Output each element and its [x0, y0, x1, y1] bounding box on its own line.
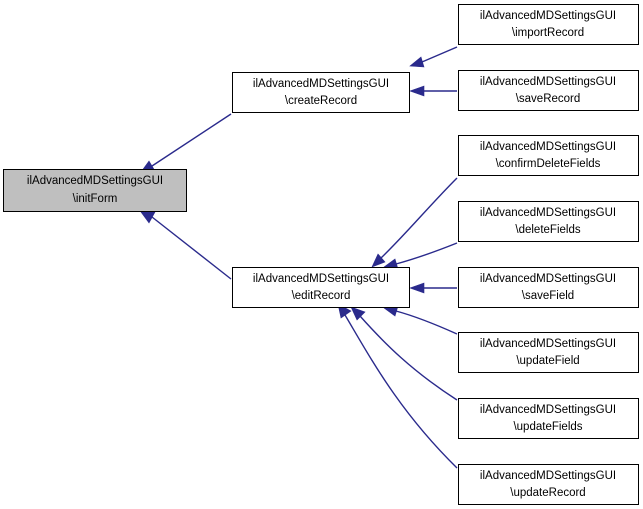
node-confirmdeletefields[interactable]: ilAdvancedMDSettingsGUI \confirmDeleteFi…	[458, 135, 639, 176]
edge-deletefields-to-editrecord	[383, 242, 458, 270]
node-initform-line1: ilAdvancedMDSettingsGUI	[27, 175, 163, 187]
node-savefield-line2: \saveField	[522, 290, 574, 302]
node-updaterecord-line1: ilAdvancedMDSettingsGUI	[480, 470, 616, 482]
node-confirmdeletefields-line2: \confirmDeleteFields	[496, 158, 601, 170]
node-initform[interactable]: ilAdvancedMDSettingsGUI \initForm	[3, 169, 187, 212]
node-saverecord[interactable]: ilAdvancedMDSettingsGUI \saveRecord	[458, 70, 639, 111]
node-createrecord-line2: \createRecord	[285, 95, 357, 107]
edge-importrecord-to-createrecord	[409, 46, 458, 68]
node-createrecord[interactable]: ilAdvancedMDSettingsGUI \createRecord	[232, 72, 410, 113]
edge-editrecord-to-initform	[140, 211, 232, 280]
node-updaterecord[interactable]: ilAdvancedMDSettingsGUI \updateRecord	[458, 464, 639, 505]
node-deletefields[interactable]: ilAdvancedMDSettingsGUI \deleteFields	[458, 201, 639, 242]
node-saverecord-line2: \saveRecord	[516, 93, 581, 105]
node-importrecord-line2: \importRecord	[512, 27, 584, 39]
node-layer: ilAdvancedMDSettingsGUI \initForm ilAdva…	[3, 4, 639, 505]
edge-confirmdeletefields-to-editrecord	[371, 177, 458, 268]
node-savefield-line1: ilAdvancedMDSettingsGUI	[480, 273, 616, 285]
node-updatefields[interactable]: ilAdvancedMDSettingsGUI \updateFields	[458, 398, 639, 439]
edge-updatefield-to-editrecord	[383, 305, 458, 335]
node-deletefields-line1: ilAdvancedMDSettingsGUI	[480, 207, 616, 219]
node-confirmdeletefields-line1: ilAdvancedMDSettingsGUI	[480, 141, 616, 153]
edge-createrecord-to-initform	[140, 113, 232, 173]
node-updatefield-line2: \updateField	[516, 355, 579, 367]
node-saverecord-line1: ilAdvancedMDSettingsGUI	[480, 76, 616, 88]
node-updaterecord-line2: \updateRecord	[510, 487, 585, 499]
edge-savefield-to-editrecord	[409, 282, 457, 294]
node-editrecord-line1: ilAdvancedMDSettingsGUI	[253, 273, 389, 285]
node-deletefields-line2: \deleteFields	[515, 224, 580, 236]
node-updatefield[interactable]: ilAdvancedMDSettingsGUI \updateField	[458, 332, 639, 373]
edge-updatefields-to-editrecord	[350, 306, 458, 401]
node-updatefields-line1: ilAdvancedMDSettingsGUI	[480, 404, 616, 416]
node-updatefields-line2: \updateFields	[513, 421, 582, 433]
node-importrecord-line1: ilAdvancedMDSettingsGUI	[480, 10, 616, 22]
node-updatefield-line1: ilAdvancedMDSettingsGUI	[480, 338, 616, 350]
node-initform-line2: \initForm	[73, 193, 118, 205]
node-editrecord-line2: \editRecord	[292, 290, 351, 302]
node-importrecord[interactable]: ilAdvancedMDSettingsGUI \importRecord	[458, 4, 639, 45]
node-editrecord[interactable]: ilAdvancedMDSettingsGUI \editRecord	[232, 267, 410, 308]
node-createrecord-line1: ilAdvancedMDSettingsGUI	[253, 78, 389, 90]
edge-updaterecord-to-editrecord	[337, 303, 458, 469]
edge-saverecord-to-createrecord	[409, 85, 457, 97]
node-savefield[interactable]: ilAdvancedMDSettingsGUI \saveField	[458, 267, 639, 308]
